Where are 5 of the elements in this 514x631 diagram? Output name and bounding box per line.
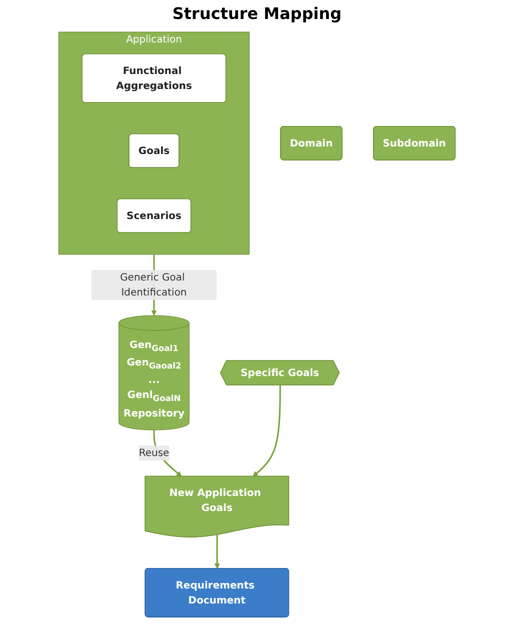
arrow <box>252 385 281 477</box>
edge-label: Generic Goal Identification <box>120 271 187 298</box>
arrow <box>214 534 220 569</box>
diagram-title: Structure Mapping <box>171 4 343 23</box>
edge-label: Reuse <box>138 446 170 459</box>
